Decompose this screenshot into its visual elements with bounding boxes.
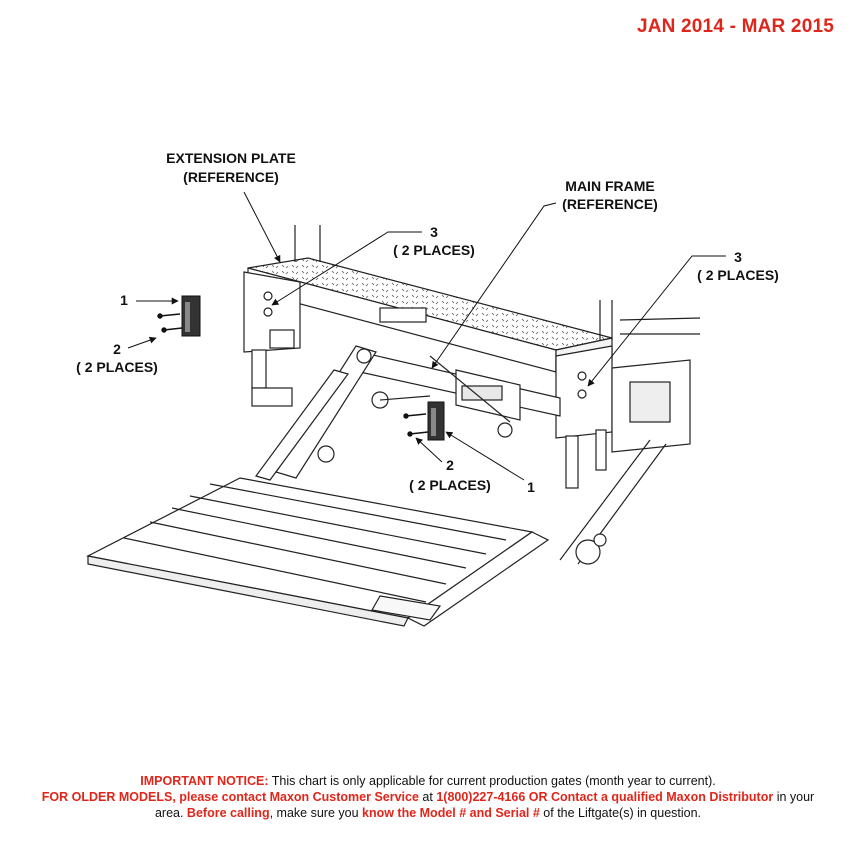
main-frame-label-line2: (REFERENCE) <box>562 196 658 212</box>
item-1-center-label: 1 <box>527 479 535 495</box>
bolt-part-2-center <box>403 413 429 437</box>
notice-label: IMPORTANT NOTICE: <box>140 774 269 788</box>
item-2-left-callout: 2 ( 2 PLACES) <box>76 313 183 375</box>
notice-know-model: know the Model # and Serial # <box>362 806 540 820</box>
notice-older-models: FOR OLDER MODELS, please contact Maxon C… <box>41 790 419 804</box>
item-3-left-qty: ( 2 PLACES) <box>393 242 475 258</box>
item-2-left-number: 2 <box>113 341 121 357</box>
important-notice: IMPORTANT NOTICE: This chart is only app… <box>40 773 816 821</box>
extension-plate-label-line2: (REFERENCE) <box>183 169 279 185</box>
item-3-left-number: 3 <box>430 224 438 240</box>
notice-of-liftgate: of the Liftgate(s) in question. <box>539 806 702 820</box>
right-linkage <box>559 317 701 565</box>
main-frame-callout: MAIN FRAME (REFERENCE) <box>431 178 658 369</box>
item-1-left-callout: 1 <box>120 292 201 337</box>
notice-text-1: This chart is only applicable for curren… <box>268 774 716 788</box>
item-3-right-number: 3 <box>734 249 742 265</box>
notice-at: at <box>418 790 437 804</box>
bolt-part-2-left <box>157 313 183 333</box>
left-linkage <box>255 345 431 481</box>
item-2-center-qty: ( 2 PLACES) <box>409 477 491 493</box>
notice-make-sure: , make sure you <box>269 806 362 820</box>
notice-phone: 1(800)227-4166 OR Contact a qualified Ma… <box>436 790 774 804</box>
main-frame <box>359 307 561 438</box>
item-2-center-number: 2 <box>446 457 454 473</box>
extension-plate-callout: EXTENSION PLATE (REFERENCE) <box>166 150 296 263</box>
item-2-left-qty: ( 2 PLACES) <box>76 359 158 375</box>
date-range-header: JAN 2014 - MAR 2015 <box>636 16 834 37</box>
item-3-right-callout: 3 ( 2 PLACES) <box>587 249 779 387</box>
notice-before-calling: Before calling <box>186 806 270 820</box>
main-frame-label-line1: MAIN FRAME <box>565 178 654 194</box>
item-1-left-label: 1 <box>120 292 128 308</box>
item-3-left-callout: 3 ( 2 PLACES) <box>271 224 475 306</box>
notice-in-area: in your area. <box>154 790 815 820</box>
right-end-bracket <box>555 345 613 489</box>
item-3-right-qty: ( 2 PLACES) <box>697 267 779 283</box>
item-1-center-callout: 1 <box>427 401 535 495</box>
item-2-center-callout: 2 ( 2 PLACES) <box>403 413 491 493</box>
left-end-bracket <box>243 271 301 407</box>
platform <box>86 477 550 627</box>
extension-plate-label-line1: EXTENSION PLATE <box>166 150 296 166</box>
spacer-block-part-1-left <box>181 295 201 337</box>
